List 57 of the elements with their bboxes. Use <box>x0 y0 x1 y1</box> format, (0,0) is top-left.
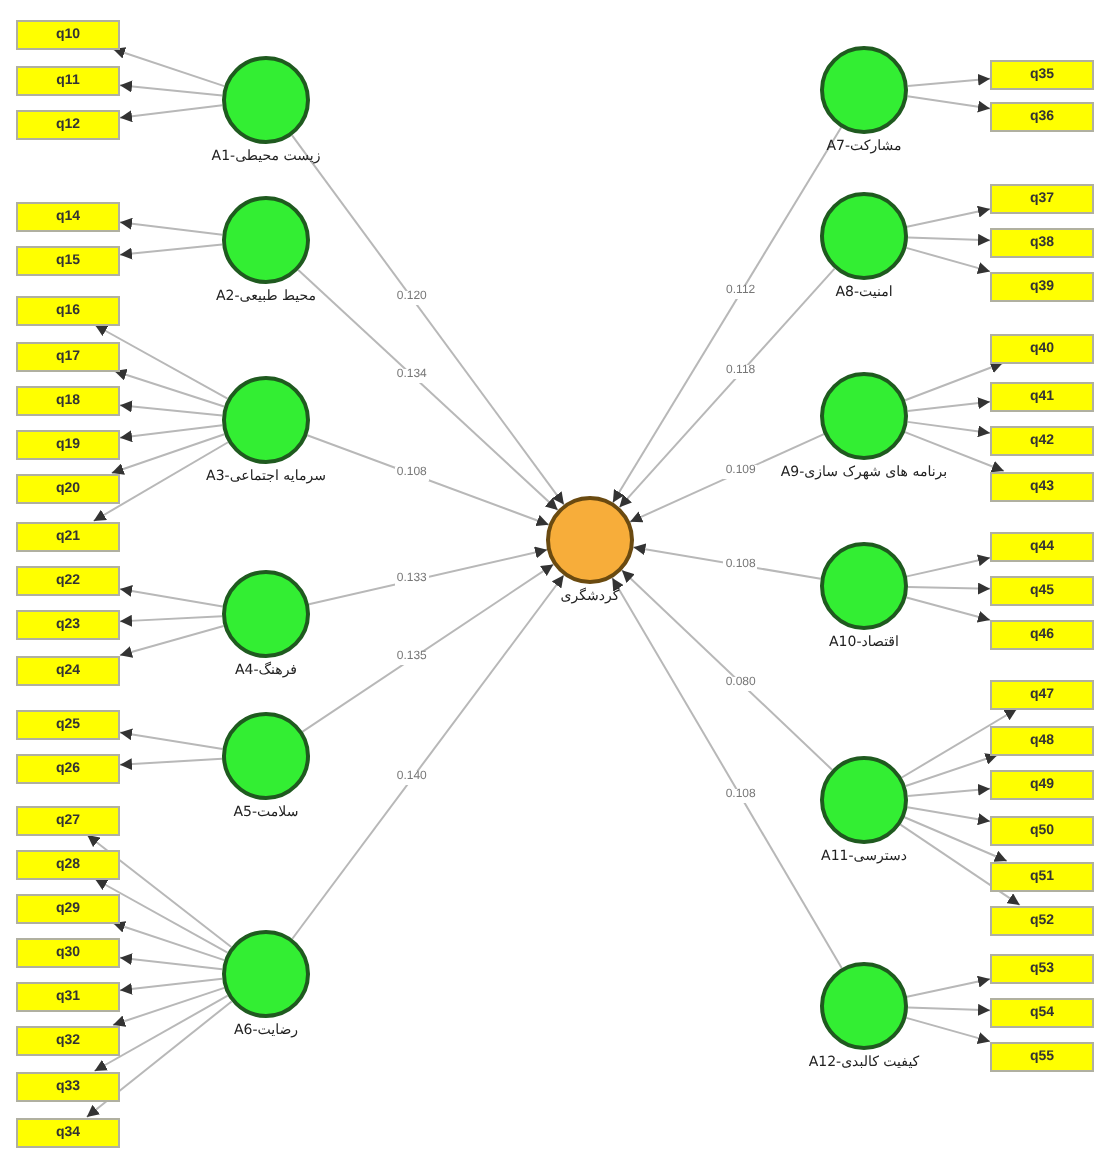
path-arrow <box>291 134 565 506</box>
loading-arrow <box>906 205 991 228</box>
loading-arrow <box>119 953 224 971</box>
loading-arrow <box>904 753 999 787</box>
loading-arrow <box>907 582 991 595</box>
loading-arrow <box>907 233 991 246</box>
loading-arrow <box>905 246 991 274</box>
loading-arrow <box>119 80 224 97</box>
loading-arrow <box>93 994 229 1072</box>
loading-arrow <box>94 324 229 400</box>
loading-arrow <box>110 433 226 475</box>
loading-arrow <box>119 614 224 627</box>
loading-arrow <box>905 596 991 623</box>
loading-arrow <box>905 1016 991 1044</box>
loading-arrow <box>92 441 230 522</box>
path-arrow <box>611 576 843 970</box>
path-arrow <box>297 268 559 512</box>
path-arrow <box>629 433 825 523</box>
loading-arrow <box>903 431 1005 473</box>
loading-arrow <box>907 1003 991 1016</box>
loading-arrow <box>906 975 991 998</box>
loading-arrow <box>119 400 224 417</box>
loading-arrow <box>906 806 991 826</box>
loading-arrow <box>119 424 224 443</box>
loading-arrow <box>906 420 991 438</box>
loading-arrow <box>119 585 224 608</box>
loading-arrow <box>85 1000 233 1118</box>
path-arrow <box>301 563 555 733</box>
loading-arrow <box>906 73 991 88</box>
loading-arrow <box>906 397 991 413</box>
loading-arrow <box>112 986 226 1027</box>
loading-arrow <box>112 47 226 88</box>
loading-arrow <box>86 834 233 948</box>
loading-arrow <box>906 783 991 798</box>
loading-arrow <box>119 728 224 750</box>
path-arrow <box>307 546 549 606</box>
loading-arrow <box>119 977 224 995</box>
path-arrow <box>306 434 550 527</box>
path-arrow <box>291 574 565 940</box>
loading-arrow <box>119 624 225 658</box>
path-arrow <box>620 569 834 771</box>
loading-arrow <box>119 757 224 771</box>
loading-arrow <box>119 243 224 260</box>
loading-arrow <box>112 921 226 962</box>
path-arrow <box>632 543 822 580</box>
loading-arrow <box>906 95 991 113</box>
loading-arrow <box>904 361 1004 402</box>
path-arrow <box>618 267 836 509</box>
loading-arrow <box>903 816 1008 862</box>
loading-arrow <box>119 104 224 123</box>
loading-arrow <box>113 369 226 408</box>
loading-arrow <box>900 708 1018 779</box>
loading-arrow <box>905 554 991 578</box>
loading-arrow <box>94 878 229 954</box>
path-arrow <box>611 126 843 504</box>
loading-arrow <box>899 823 1021 906</box>
loading-arrow <box>119 217 224 236</box>
